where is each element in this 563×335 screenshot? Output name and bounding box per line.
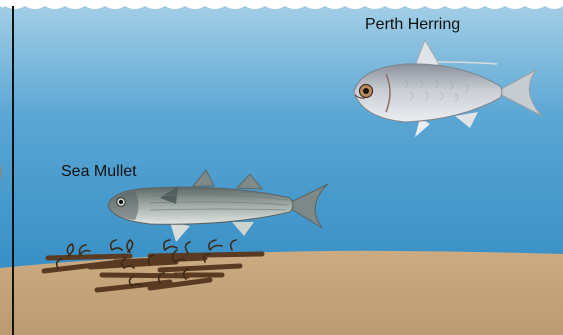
sea-mullet-label: Sea Mullet bbox=[61, 164, 137, 180]
sand-floor bbox=[0, 251, 563, 335]
perth-herring-label: Perth Herring bbox=[365, 17, 460, 33]
